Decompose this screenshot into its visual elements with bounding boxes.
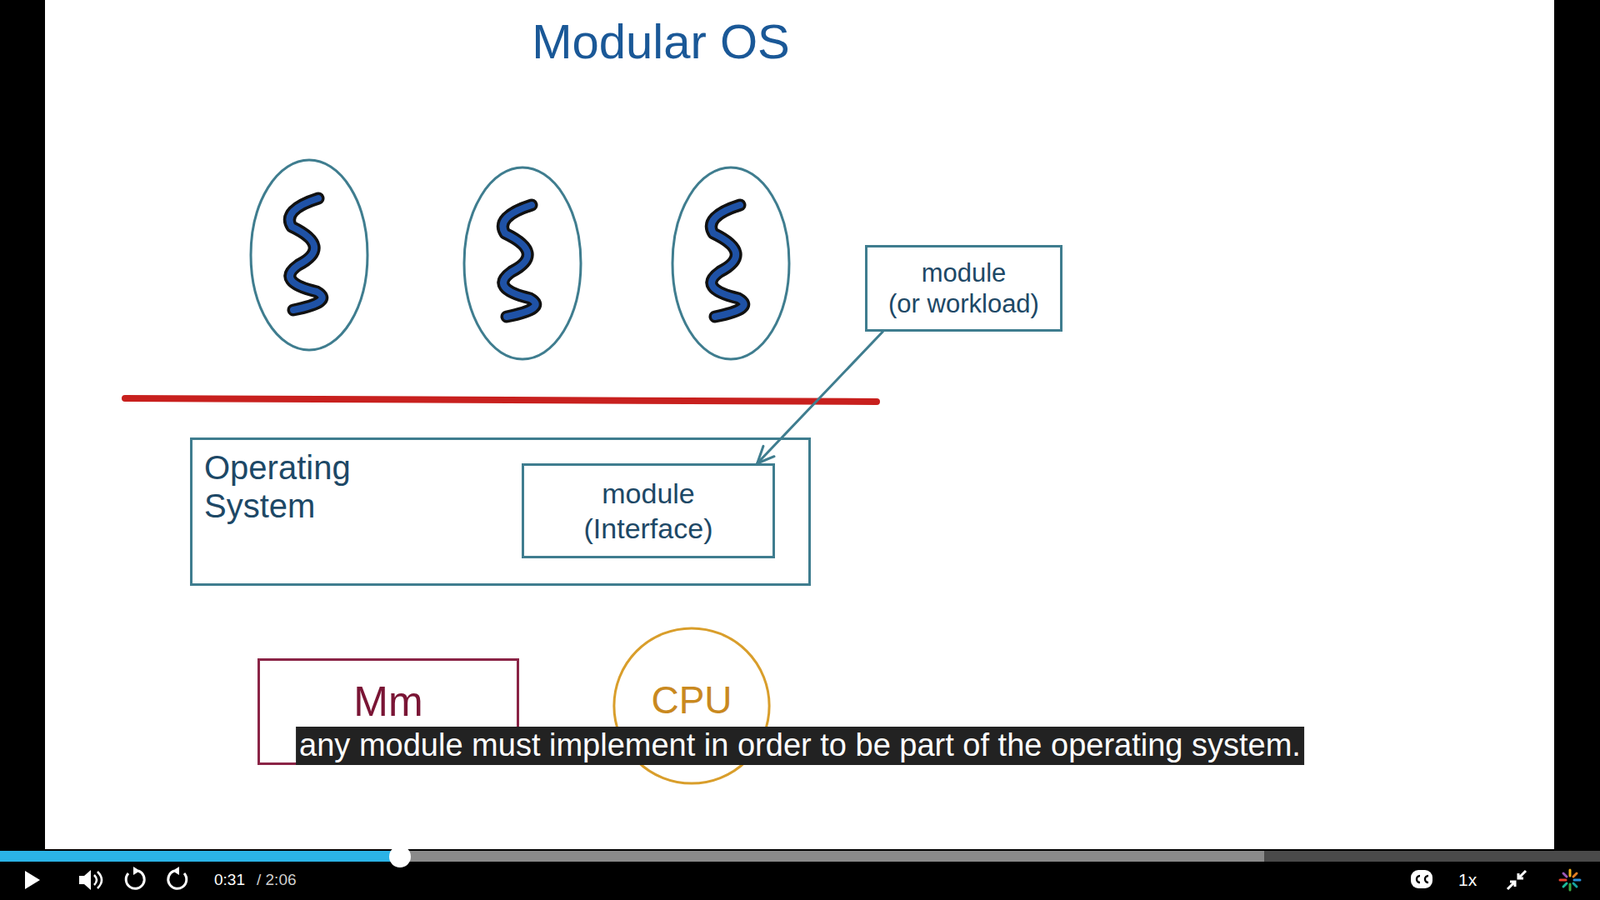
- time-total: / 2:06: [256, 870, 297, 890]
- boundary-line: [125, 398, 877, 402]
- volume-icon: [79, 870, 102, 890]
- speed-label: 1x: [1458, 870, 1477, 890]
- diagram-title: Modular OS: [531, 13, 790, 70]
- forward-icon: [168, 866, 187, 889]
- progress-knob: [389, 845, 411, 868]
- thread-squiggle: [710, 205, 744, 317]
- node-text: module: [921, 257, 1007, 289]
- thread-squiggle: [710, 205, 744, 317]
- time-current: 0:31: [214, 870, 245, 890]
- logo-icon: [1560, 870, 1580, 890]
- rewind-icon: [125, 866, 145, 889]
- connector-line: [757, 331, 884, 464]
- thread-squiggle: [289, 198, 322, 310]
- captions-icon: [1410, 870, 1433, 889]
- subtitle-text: any module must implement in order to be…: [295, 726, 1305, 765]
- side-bar: [0, 0, 45, 850]
- play-icon: [25, 870, 40, 890]
- buffered-bar: [0, 850, 1265, 862]
- exit-fullscreen-icon: [1507, 870, 1526, 890]
- side-bar: [1554, 0, 1600, 850]
- node-text: CPU: [650, 679, 732, 722]
- node-text: module: [601, 475, 695, 512]
- os-box: Operating System module(Interface): [190, 437, 811, 586]
- progress-track: [0, 850, 1600, 862]
- node-text: Mm: [353, 679, 423, 725]
- played-bar: [0, 850, 400, 862]
- interface-box: module(Interface): [521, 463, 775, 559]
- arrow-head: [757, 445, 775, 464]
- thread-ellipse: [672, 167, 790, 360]
- whiteboard: [45, 0, 1555, 850]
- control-bar: [0, 849, 1600, 900]
- node-text: (or workload): [888, 288, 1040, 320]
- thread-squiggle: [289, 198, 322, 310]
- thread-squiggle: [502, 205, 535, 317]
- module-box: module(or workload): [865, 245, 1063, 332]
- connector: [757, 331, 884, 464]
- node-text: Operating System: [204, 448, 371, 525]
- node-text: (Interface): [584, 510, 714, 547]
- thread-squiggle: [502, 205, 535, 317]
- thread-ellipse: [250, 160, 368, 350]
- thread-ellipse: [464, 167, 581, 360]
